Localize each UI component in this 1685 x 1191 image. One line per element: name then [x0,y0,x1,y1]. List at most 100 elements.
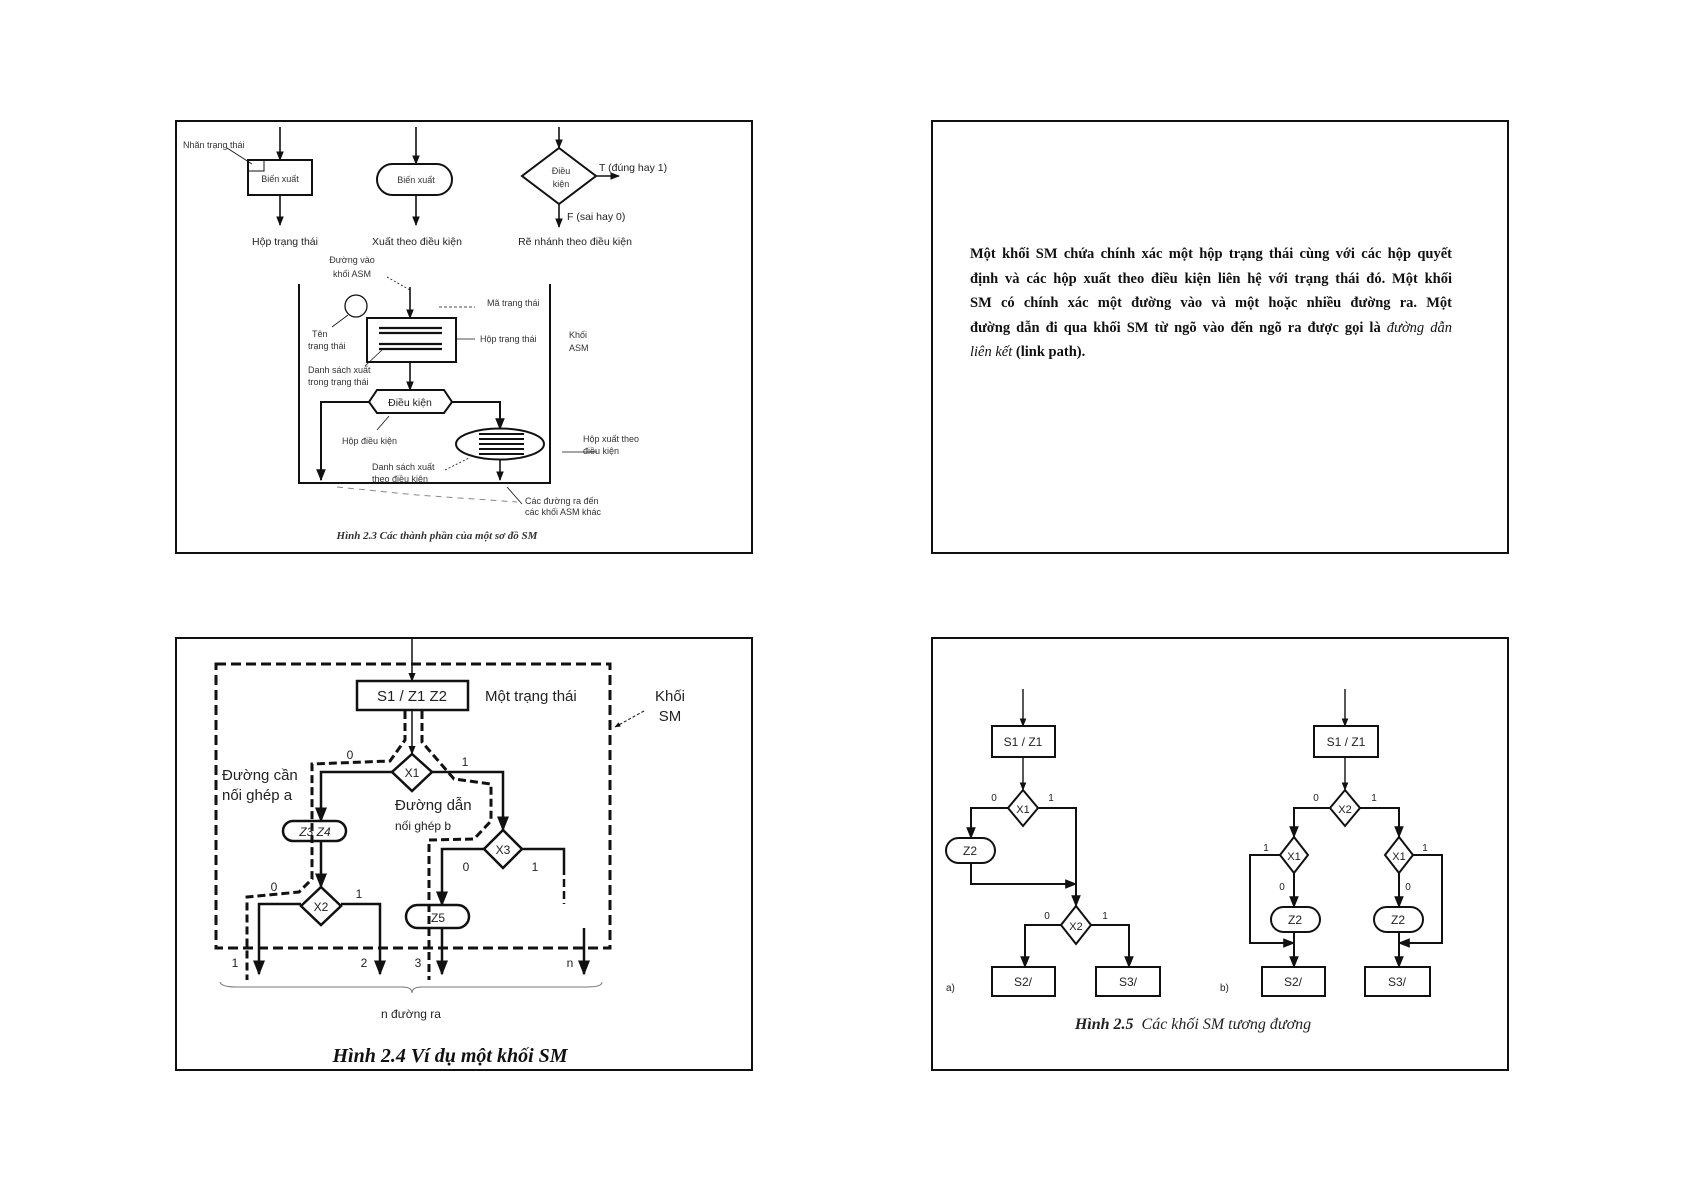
figure-caption: Hình 2.5 Các khối SM tương đương [1074,1016,1311,1033]
b-s2-box [1261,966,1326,997]
one-state-label: Một trạng thái [485,688,577,705]
branch-line [1091,924,1134,969]
branch-line [452,401,505,431]
z5-text: Z5 [431,911,445,925]
equivalent-sm-blocks-diagram: S1 / Z1 X1 0 1 Z2 X2 0 1 S2/ S3/ a) S1 /… [945,689,1443,1033]
b-tag: b) [1220,983,1229,994]
cond-output-shape [376,163,453,196]
slide-sm-chart-elements: Nhãn trạng thái Biến xuất Hộp trạng thái… [175,120,753,554]
cond-out-box-label-1: Hộp xuất theo [583,434,639,444]
term-italic: đường dẫn [1386,319,1452,336]
exits-label-1: Các đường ra đến [525,496,598,506]
decision-true-label: T (đúng hay 1) [599,162,667,174]
decision-caption: Rẽ nhánh theo điều kiện [518,236,632,248]
branch-line [436,847,484,907]
x2-1-label: 1 [356,887,363,901]
condition-box-label: Hộp điều kiện [342,436,397,446]
x1-0-label: 0 [347,748,354,762]
paragraph-text: (link path). [1012,344,1086,360]
exit-2-line [341,902,386,976]
decision-text-1: Điều [552,166,571,176]
a-decision-x2 [1059,904,1093,946]
b-state-text: S1 / Z1 [1327,735,1366,749]
decision-x1 [390,752,434,793]
x2-0-label: 0 [271,880,278,894]
b-x1-left-1: 1 [1263,843,1269,854]
slide-sm-block-definition: Một khối SM chứa chính xác một hộp trạng… [931,120,1509,554]
sm-block-example-diagram: S1 / Z1 Z2 Một trạng thái Khối SM X1 0 1… [214,639,685,1067]
state-name-label-2: trạng thái [308,341,346,351]
exits-brace [219,981,603,994]
b-x1-left-text: X1 [1287,851,1300,863]
term-italic: liên kết [970,344,1013,360]
branch-line [1360,807,1404,839]
a-x1-0: 0 [991,793,997,804]
cond-output-text: Biến xuất [397,175,435,185]
definition-paragraph: Một khối SM chứa chính xác một hộp trạng… [970,242,1452,365]
b-s3-text: S3/ [1388,975,1407,989]
slide-equivalent-sm-blocks: S1 / Z1 X1 0 1 Z2 X2 0 1 S2/ S3/ a) S1 /… [931,637,1509,1071]
decision-x2 [299,885,343,927]
exits-dashes [336,486,518,503]
block-label-2: SM [659,708,682,725]
b-x1-right-text: X1 [1392,851,1405,863]
asm-state-box [366,317,457,363]
b-s2-text: S2/ [1284,975,1303,989]
state-box-label: Hộp trạng thái [480,334,537,344]
entry-label-2: khối ASM [333,269,371,279]
a-tag: a) [946,983,955,994]
branch-line [315,770,392,823]
paragraph-line: định và các hộp xuất theo điều kiện liên… [970,270,1452,287]
bypass-line [1397,854,1443,948]
slide-sm-block-example: S1 / Z1 Z2 Một trạng thái Khối SM X1 0 1… [175,637,753,1071]
state-code-label: Mã trạng thái [487,298,540,308]
paragraph-line: SM có chính xác một đường vào và một hoặ… [970,295,1452,311]
label-state-tag: Nhãn trạng thái [183,140,245,150]
block-label-1: Khối [655,688,685,705]
b-decision-x2 [1328,788,1362,828]
state-tag-box [247,159,265,172]
exits-label-2: các khối ASM khác [525,507,602,517]
cond-output-oval [455,427,545,461]
state-box-caption: Hộp trạng thái [252,236,318,248]
a-x2-0: 0 [1044,911,1050,922]
x3-text: X3 [496,843,511,857]
cond-output-caption: Xuất theo điều kiện [372,236,462,248]
a-x2-1: 1 [1102,911,1108,922]
link-path-b [420,711,493,980]
merge-line [970,863,1078,889]
b-x1-right-1: 1 [1422,843,1428,854]
decision-x3 [482,828,524,870]
asm-block-label-2: ASM [569,343,589,353]
x1-1-label: 1 [462,755,469,769]
z3z4-text: Z3 Z4 [298,825,331,839]
path-a-label-1: Đường cần [222,767,298,784]
n-exits-label: n đường ra [381,1007,441,1021]
figure-caption: Hình 2.4 Ví dụ một khối SM [331,1045,568,1067]
cond-out-box-label-2: điều kiện [583,446,619,456]
a-state-text: S1 / Z1 [1004,735,1043,749]
paragraph-line: liên kết (link path). [970,340,1452,365]
path-b-label-2: nối ghép b [395,819,451,833]
a-z2-text: Z2 [963,844,977,858]
link-path-a [245,711,407,980]
x1-text: X1 [405,766,420,780]
branch-line [432,770,509,832]
b-state-box [1313,725,1379,758]
exit-2-label: 2 [361,956,368,970]
a-s3-box [1095,966,1161,997]
condition-text: Điều kiện [388,397,432,409]
asm-block-label-1: Khối [569,330,587,340]
branch-line [966,807,1008,840]
cond-out-list-label-1: Danh sách xuất [372,462,435,472]
pointer-line [386,276,411,291]
a-s3-text: S3/ [1119,975,1138,989]
state-box-text: Biến xuất [261,174,299,184]
pointer-line [226,147,253,165]
pointer-line [364,349,383,367]
a-decision-x1 [1006,788,1040,828]
exit-3-label: 3 [415,956,422,970]
pointer-line [444,457,470,471]
branch-line [1038,807,1081,908]
branch-line [522,847,566,867]
